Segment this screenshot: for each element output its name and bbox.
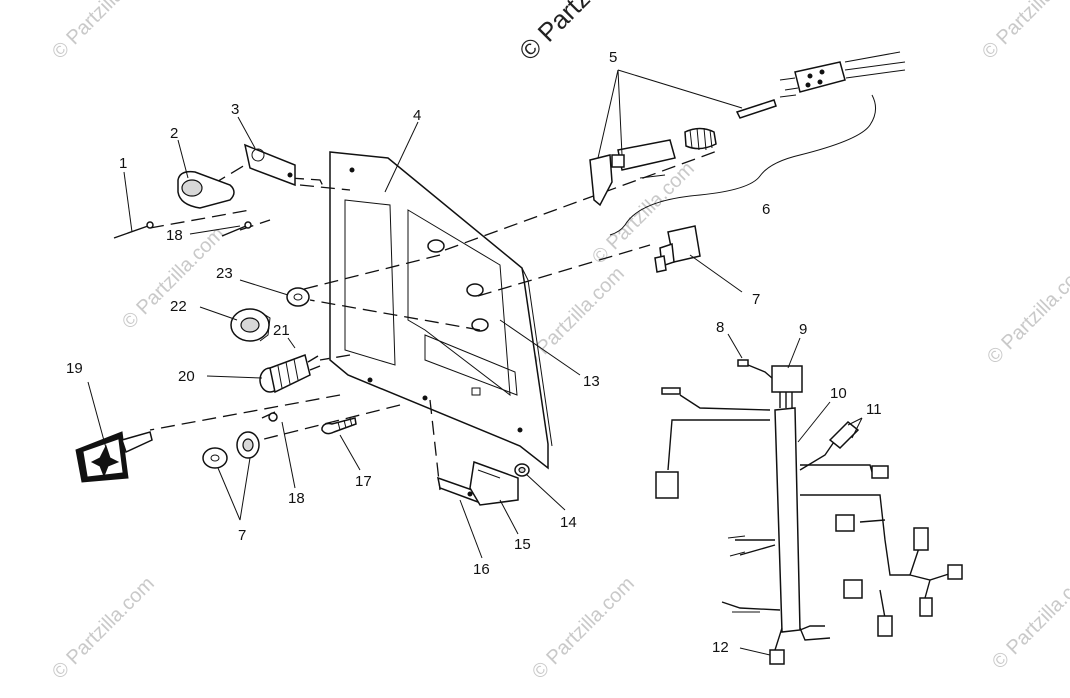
switch-assembly-part — [589, 51, 906, 236]
callout-11: 11 — [866, 401, 882, 418]
callout-7-upper: 7 — [752, 291, 760, 308]
callout-labels: 1 2 3 4 5 6 7 8 9 10 11 12 13 14 15 16 1… — [66, 49, 882, 656]
leader-lines — [87, 69, 863, 656]
mount-bracket-part — [437, 460, 530, 506]
ignition-switch-part — [259, 354, 321, 394]
callout-23: 23 — [216, 265, 233, 282]
callout-21: 21 — [273, 322, 290, 339]
watermark: © Partzilla.com — [988, 563, 1070, 674]
toggle-switch-part — [654, 225, 701, 273]
watermark: © Partzilla.com — [528, 573, 639, 684]
callout-5: 5 — [609, 49, 617, 66]
bolt-part — [321, 417, 357, 435]
callout-14: 14 — [560, 514, 577, 531]
callout-15: 15 — [514, 536, 531, 553]
callout-18-lower: 18 — [288, 490, 305, 507]
bracket-part — [243, 143, 296, 187]
nut-part — [230, 308, 271, 342]
callout-7-lower: 7 — [238, 527, 246, 544]
watermark: © Partzilla.com — [978, 0, 1070, 64]
exploded-lines — [149, 149, 721, 491]
callout-4: 4 — [413, 107, 421, 124]
callout-17: 17 — [355, 473, 372, 490]
key-part — [75, 431, 153, 483]
callout-12: 12 — [712, 639, 729, 656]
callout-8: 8 — [716, 319, 724, 336]
bezel-part — [177, 170, 235, 209]
callout-6: 6 — [762, 201, 770, 218]
wiring-harness-part — [655, 359, 963, 665]
callout-1: 1 — [119, 155, 127, 172]
washer-part — [202, 431, 260, 469]
screw-part — [221, 221, 278, 422]
dash-panel — [329, 151, 553, 470]
callout-22: 22 — [170, 298, 187, 315]
watermark: © Partzilla.com — [48, 573, 159, 684]
washer-part — [286, 287, 310, 307]
callout-3: 3 — [231, 101, 239, 118]
callout-20: 20 — [178, 368, 195, 385]
watermark-layer: © Partzilla.com © Partzilla.com © Partzi… — [48, 0, 1070, 684]
callout-16: 16 — [473, 561, 490, 578]
callout-18-upper: 18 — [166, 227, 183, 244]
callout-10: 10 — [830, 385, 847, 402]
screw-part — [113, 221, 154, 239]
callout-13: 13 — [583, 373, 600, 390]
callout-9: 9 — [799, 321, 807, 338]
callout-19: 19 — [66, 360, 83, 377]
watermark-top: © Partzilla.com — [513, 0, 658, 66]
watermark: © Partzilla.com — [983, 258, 1070, 369]
callout-2: 2 — [170, 125, 178, 142]
watermark: © Partzilla.com — [48, 0, 159, 64]
